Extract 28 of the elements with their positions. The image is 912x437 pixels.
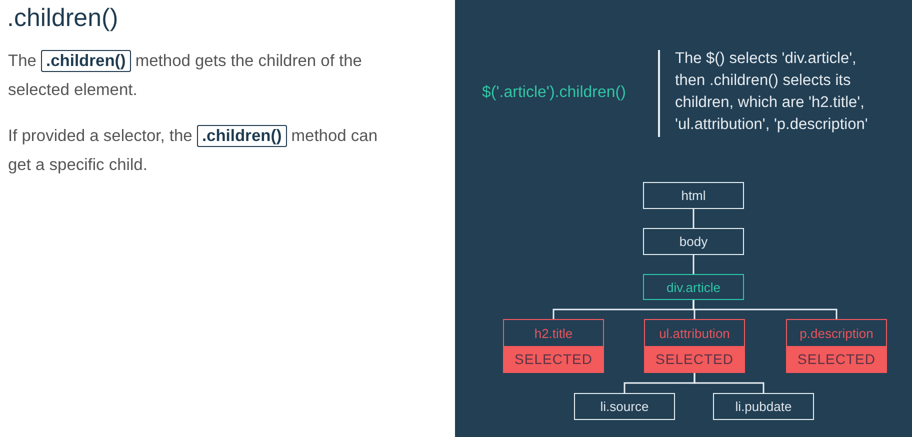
selected-banner: SELECTED [504, 346, 603, 372]
tree-node-box [643, 228, 744, 255]
tree-node-box [643, 274, 744, 300]
node-label: p.description [798, 324, 874, 343]
selected-banner: SELECTED [645, 346, 744, 372]
tree-node-box [786, 319, 887, 373]
node-label: body [678, 233, 709, 251]
paragraph: The .children() method gets the children of the selected element. [8, 49, 363, 101]
paragraph: If provided a selector, the .children() method can get a specific child. [8, 124, 379, 176]
tree-node-box [574, 393, 675, 420]
selected-banner: SELECTED [787, 346, 886, 372]
node-label: li.source [599, 398, 650, 416]
tree-connector [692, 209, 694, 228]
node-label: html [680, 187, 707, 205]
code-snippet: $('.article').children() [482, 83, 626, 103]
tree-connector [692, 255, 694, 274]
heading: .children() [7, 3, 118, 34]
tree-node-box [713, 393, 814, 420]
tree-connector [694, 373, 764, 393]
tree-node-box [503, 319, 604, 373]
node-label: div.article [666, 278, 722, 296]
description-text: The $() selects 'div.article', then .children() selects its children, which are 'h2.title', 'ul.attribution', 'p.description' [675, 49, 869, 135]
tree-connector [692, 300, 838, 319]
node-label: h2.title [533, 324, 574, 342]
node-label: li.pubdate [734, 398, 793, 416]
node-label: ul.attribution [658, 324, 731, 342]
tree-node-box [643, 182, 744, 209]
tree-node-box [644, 319, 745, 373]
